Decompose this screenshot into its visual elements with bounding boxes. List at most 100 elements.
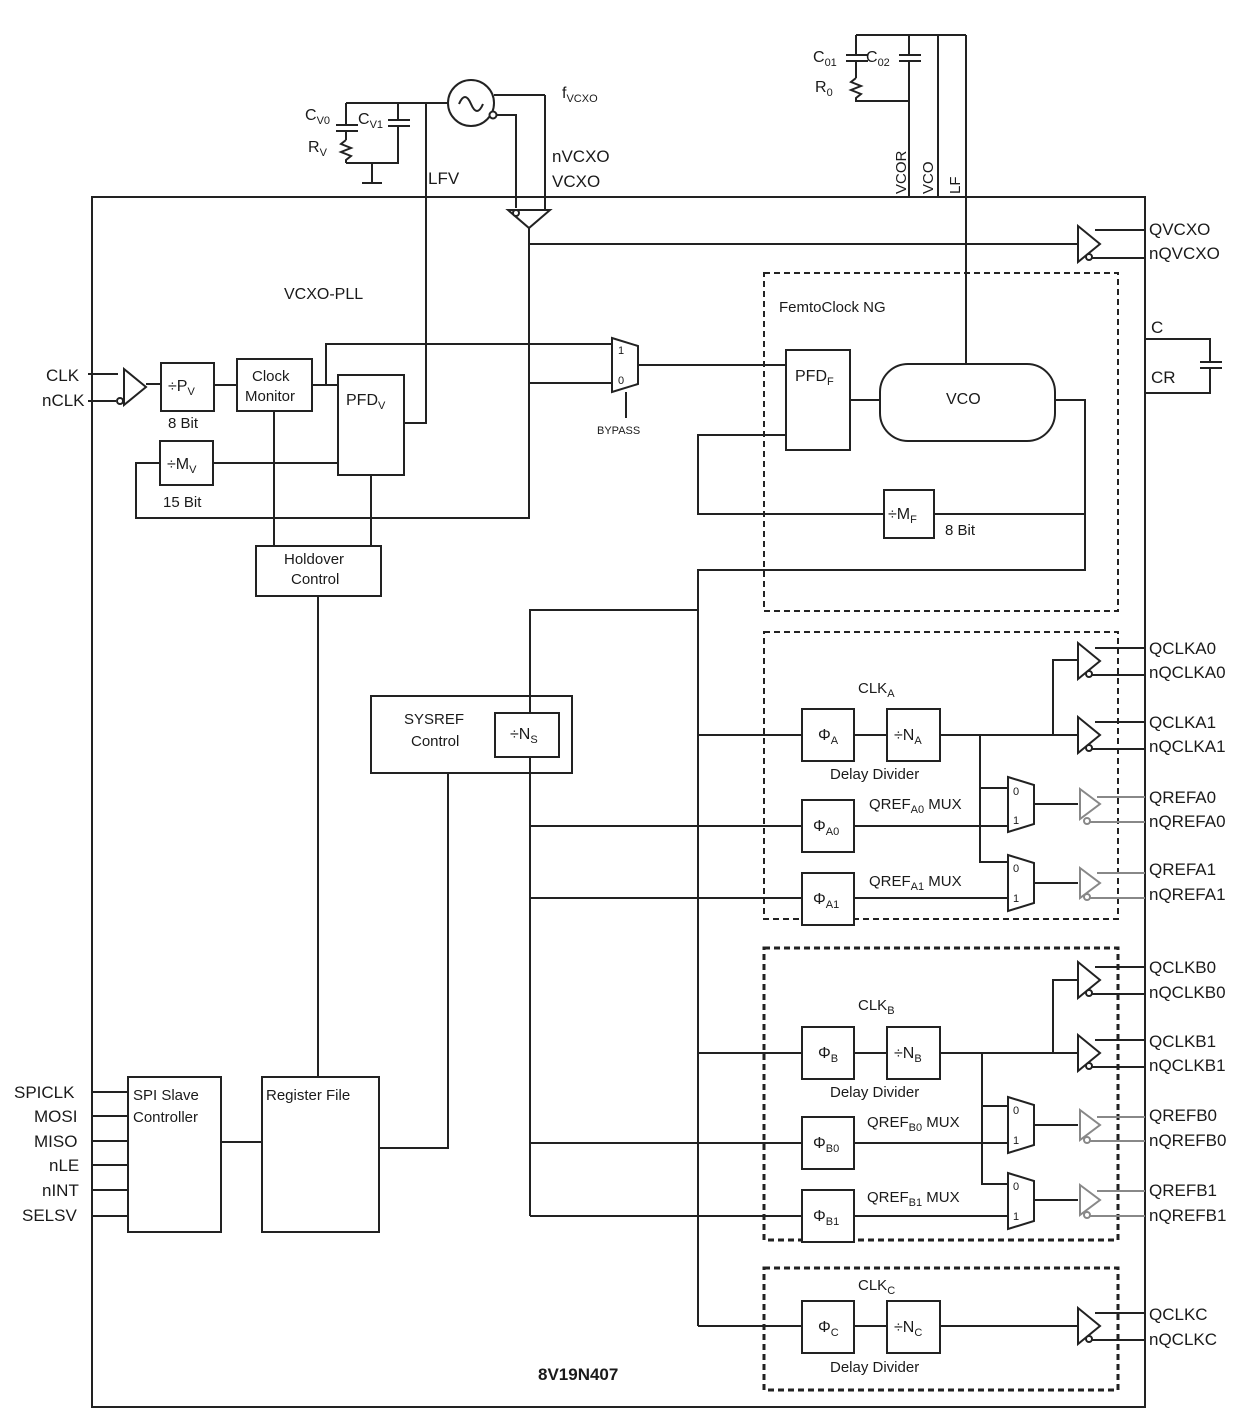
channel-b-wires — [530, 979, 1078, 1217]
mux-b1-icon — [1007, 1171, 1035, 1231]
mux-a0-icon — [1007, 775, 1035, 834]
qrefa1-buffer-icon — [1079, 866, 1145, 901]
mux-b1-in0: 0 — [1013, 1181, 1019, 1193]
vco-block — [879, 363, 1056, 442]
phi-b-block — [801, 1026, 855, 1080]
ns-divider-block — [494, 712, 560, 758]
qclkc-buffer-icon — [1077, 1305, 1145, 1347]
cv0-label: CV0 — [305, 107, 330, 127]
mux-a1-in0: 0 — [1013, 863, 1019, 875]
pv-divider-label: ÷PV — [168, 378, 195, 398]
register-file-label: Register File — [266, 1087, 350, 1104]
bypass-mux-in0: 0 — [618, 375, 624, 387]
mv-divider-block — [159, 440, 214, 486]
clk-a-label: CLKA — [858, 680, 895, 700]
part-number: 8V19N407 — [538, 1365, 618, 1384]
qclka1-buffer-icon — [1077, 714, 1145, 756]
spi-slave-label-2: Controller — [133, 1109, 198, 1126]
clk-input-label: CLK — [46, 366, 80, 385]
channel-c-region — [762, 1266, 1120, 1392]
spi-wires — [92, 1091, 262, 1217]
qclkb0-buffer-icon — [1077, 959, 1145, 1001]
clk-input-buffer-icon — [88, 366, 161, 408]
out-qrefb0: QREFB0 — [1149, 1106, 1217, 1125]
nvcxo-pin-label: nVCXO — [552, 147, 610, 166]
c01-label: C01 — [813, 49, 837, 69]
rv-label: RV — [308, 139, 328, 159]
phi-a0-block — [801, 799, 855, 853]
out-qrefa1: QREFA1 — [1149, 860, 1216, 879]
spi-pin-spiclk: SPICLK — [14, 1083, 75, 1102]
pfdv-block — [337, 374, 405, 476]
qrefb0-buffer-icon — [1079, 1108, 1145, 1144]
out-nqclka0: nQCLKA0 — [1149, 663, 1226, 682]
ns-divider-label: ÷NS — [510, 726, 538, 746]
vco-label: VCO — [946, 391, 981, 408]
mux-b0-icon — [1007, 1095, 1035, 1155]
fvcxo-label: fVCXO — [562, 85, 598, 105]
vcxo-pll-wires — [213, 343, 612, 1077]
sysref-label-1: SYSREF — [404, 711, 464, 728]
nqvcxo-label: nQVCXO — [1149, 244, 1220, 263]
clk-b-label: CLKB — [858, 997, 895, 1017]
mux-b1-in1: 1 — [1013, 1211, 1019, 1223]
c02-label: C02 — [866, 49, 890, 69]
phi-b0-block — [801, 1116, 855, 1170]
phi-a-label: ΦA — [818, 727, 839, 747]
phi-a0-label: ΦA0 — [813, 818, 839, 838]
clock-monitor-block — [236, 358, 313, 412]
r0-label: R0 — [815, 79, 833, 99]
nclk-input-label: nCLK — [42, 391, 85, 410]
qclkb1-buffer-icon — [1077, 1032, 1145, 1074]
qref-b1-mux-label: QREFB1 MUX — [867, 1189, 960, 1209]
clk-c-label: CLKC — [858, 1277, 895, 1297]
chip-boundary — [91, 196, 1146, 1408]
phi-b1-label: ΦB1 — [813, 1208, 839, 1228]
qclka0-buffer-icon — [1077, 640, 1145, 682]
out-nqrefb0: nQREFB0 — [1149, 1131, 1226, 1150]
out-nqrefa1: nQREFA1 — [1149, 885, 1226, 904]
vcxo-input-buffer-icon — [135, 209, 1078, 519]
femtoclock-wires — [697, 399, 1086, 1326]
spi-slave-controller-block — [127, 1076, 222, 1233]
clock-monitor-label-2: Monitor — [245, 388, 295, 405]
qref-b0-mux-label: QREFB0 MUX — [867, 1114, 960, 1134]
out-nqclkc: nQCLKC — [1149, 1330, 1217, 1349]
out-qclka0: QCLKA0 — [1149, 639, 1216, 658]
spi-pin-mosi: MOSI — [34, 1107, 77, 1126]
channel-a-wires — [530, 659, 1078, 899]
cr-pin-label: CR — [1151, 368, 1176, 387]
spi-pin-nle: nLE — [49, 1156, 79, 1175]
qrefb1-buffer-icon — [1079, 1183, 1145, 1219]
qrefa0-buffer-icon — [1079, 787, 1145, 825]
out-nqclkb0: nQCLKB0 — [1149, 983, 1226, 1002]
bypass-label: BYPASS — [597, 425, 640, 437]
c-pin-label: C — [1151, 318, 1163, 337]
lf-pin-label: LF — [947, 176, 964, 194]
mux-a1-icon — [1007, 853, 1035, 913]
qvcxo-label: QVCXO — [1149, 220, 1210, 239]
c-cr-capacitor — [1145, 338, 1222, 394]
qref-a1-mux-label: QREFA1 MUX — [869, 873, 962, 893]
phi-b-label: ΦB — [818, 1045, 838, 1065]
out-qclkb0: QCLKB0 — [1149, 958, 1216, 977]
delay-divider-c-label: Delay Divider — [830, 1359, 919, 1376]
mf-bits-label: 8 Bit — [945, 522, 976, 539]
mux-b0-in1: 1 — [1013, 1135, 1019, 1147]
holdover-label-1: Holdover — [284, 551, 344, 568]
out-nqrefb1: nQREFB1 — [1149, 1206, 1226, 1225]
phi-c-label: ΦC — [818, 1319, 839, 1339]
vco-pin-label: VCO — [920, 161, 937, 194]
qref-a0-mux-label: QREFA0 MUX — [869, 796, 962, 816]
pv-divider-block — [160, 362, 215, 412]
nb-divider-label: ÷NB — [894, 1045, 922, 1065]
delay-divider-b-label: Delay Divider — [830, 1084, 919, 1101]
nc-divider-label: ÷NC — [894, 1319, 922, 1339]
out-nqclka1: nQCLKA1 — [1149, 737, 1226, 756]
vcor-pin-label: VCOR — [893, 150, 910, 194]
pv-bits-label: 8 Bit — [168, 415, 199, 432]
spi-pin-miso: MISO — [34, 1132, 77, 1151]
qvcxo-output-buffer-icon — [1060, 223, 1145, 265]
phi-b1-block — [801, 1189, 855, 1243]
